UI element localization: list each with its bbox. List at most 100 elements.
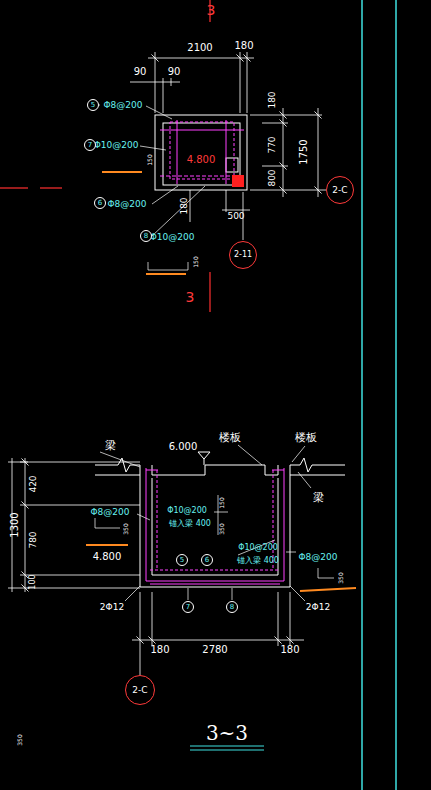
dimension: 180 (280, 645, 299, 655)
dimension-line (279, 186, 286, 193)
rebar (150, 570, 280, 571)
dimension: 180 (150, 645, 169, 655)
dimension-line (314, 186, 321, 193)
axis-bubble: 2-C (125, 675, 155, 705)
dimension: 350 (219, 523, 225, 534)
dimension-line (8, 52, 326, 676)
leader-line (137, 514, 150, 520)
dimension: 350 (17, 734, 23, 745)
dimension: 2100 (187, 43, 212, 53)
dimension-line (151, 54, 158, 61)
dimension: 350 (338, 572, 344, 583)
leader-line (298, 472, 311, 488)
callout-text: 7 (88, 142, 92, 149)
leader-line (99, 105, 100, 106)
dimension-line (250, 190, 326, 191)
callout-number: 8 (140, 230, 152, 242)
dimension-line (190, 190, 191, 222)
rebar (146, 120, 284, 584)
callout-text: 2-C (132, 686, 147, 695)
dimension-line (152, 592, 153, 646)
title-underline (190, 745, 264, 746)
dimension: 800 (268, 169, 277, 186)
rebar-spec: Φ10@200 (150, 233, 195, 242)
dimension-line (163, 78, 164, 113)
dimension-line (148, 636, 155, 643)
dimension-line (21, 458, 28, 465)
orange-mark (146, 273, 186, 275)
dimension: 180 (268, 91, 277, 108)
leader-line (95, 518, 120, 528)
dimension: 180 (180, 197, 189, 214)
axis-bubble: 2-11 (229, 241, 257, 269)
dimension: 770 (268, 136, 277, 153)
member-name: 梁 (105, 440, 116, 451)
leader-line (292, 446, 305, 462)
dimension-line (148, 58, 254, 59)
elevation: 4.800 (93, 552, 122, 562)
callout-text: 6 (98, 200, 102, 207)
elevation: 6.000 (169, 442, 198, 452)
orange-mark (300, 588, 356, 591)
dimension: 150 (193, 256, 199, 267)
rebar (160, 176, 244, 177)
leader-line (152, 186, 178, 204)
orange-mark (86, 172, 356, 591)
dimension-line (318, 108, 319, 197)
leader-line (318, 568, 334, 578)
anchor-note: 锚入梁 400 (237, 557, 279, 565)
rebar (272, 470, 284, 471)
wall-outline (198, 452, 210, 459)
callout-number: 6 (94, 197, 106, 209)
wall-outline (290, 475, 345, 476)
axis-bubble: 2-C (326, 176, 354, 204)
frame-line (395, 0, 397, 790)
dimension-line (314, 111, 321, 118)
title-underline (190, 749, 264, 750)
dimension-line (21, 571, 28, 578)
callout-number: 5 (176, 554, 188, 566)
dimension-line (247, 52, 248, 113)
anchor-note: 锚入梁 400 (169, 520, 211, 528)
dimension-line (226, 190, 227, 212)
rebar-spec: Φ10@200 (94, 141, 139, 150)
rebar (150, 584, 280, 585)
dimension-line (236, 54, 243, 61)
dimension-line (20, 462, 140, 463)
dimension-line (25, 458, 26, 592)
member-name: 梁 (313, 492, 324, 503)
section-mark (0, 0, 210, 312)
dimension: 780 (29, 531, 38, 548)
dimension-line (278, 592, 279, 646)
dimension-line (136, 636, 143, 643)
dimension: 180 (234, 41, 253, 51)
dimension: 2780 (202, 645, 227, 655)
callout-number: 7 (84, 139, 96, 151)
dimension: 90 (134, 67, 147, 77)
leader-line (188, 588, 189, 600)
dimension-line (243, 54, 250, 61)
orange-mark (86, 544, 128, 546)
leader-line (148, 262, 188, 270)
dimension: 350 (123, 523, 129, 534)
rebar (160, 130, 244, 131)
rebar-spec: Φ10@200 (238, 544, 278, 552)
section-title: 3~3 (206, 723, 248, 743)
rebar-spec: Φ8@200 (104, 101, 143, 110)
leader-line (125, 586, 140, 601)
leader-line (290, 586, 305, 601)
wall-outline (95, 115, 345, 587)
callout-text: 5 (91, 102, 95, 109)
callout-number: 7 (182, 601, 194, 613)
callout-text: 2-11 (234, 251, 252, 259)
rebar (273, 470, 274, 570)
frame-line (362, 0, 396, 790)
dimension-line (20, 575, 140, 576)
rebar-spec: Φ8@200 (91, 508, 130, 517)
dimension-line (279, 111, 286, 118)
section-mark (209, 272, 210, 312)
rebar-spec: Φ10@200 (167, 507, 207, 515)
wall-outline (226, 158, 238, 172)
